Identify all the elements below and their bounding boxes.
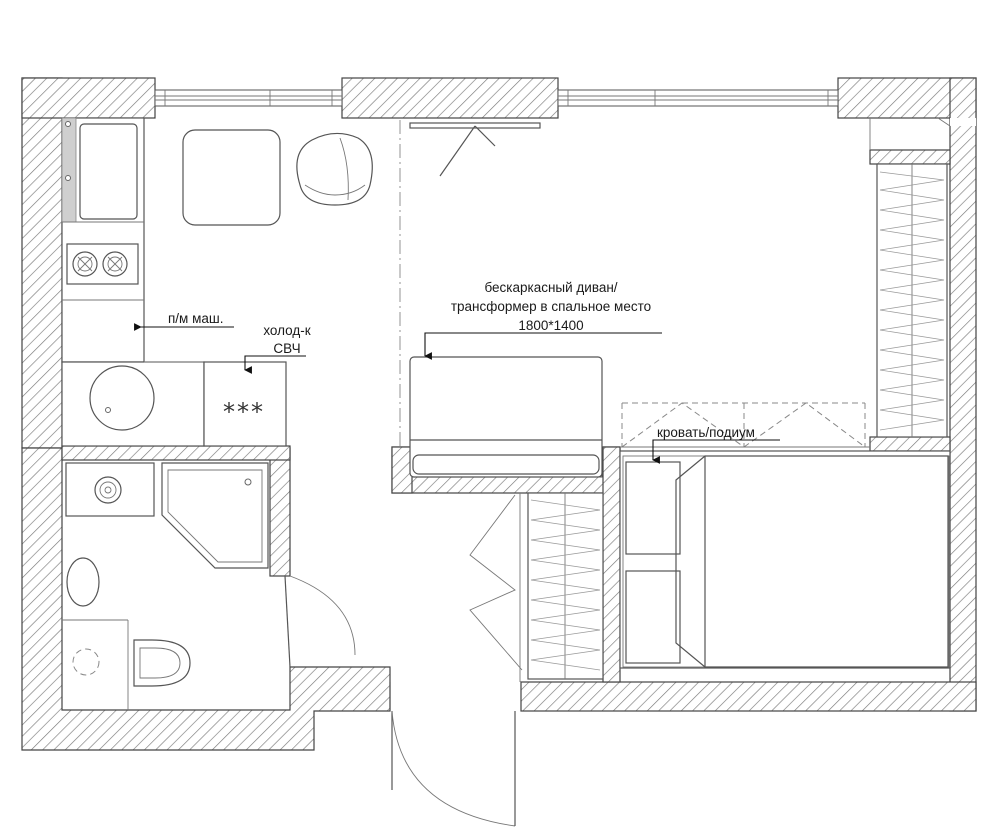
window-right — [557, 89, 839, 107]
wall-partition-vin — [391, 446, 413, 494]
wall-top-left — [21, 77, 156, 119]
fridge-icon — [203, 361, 287, 447]
bed-podium — [619, 446, 951, 669]
toilet-icon — [133, 639, 191, 687]
wardrobe-hall — [519, 492, 604, 682]
wall-bottom-right — [520, 681, 977, 712]
wall-wardrobe-bot — [869, 436, 951, 452]
washing-machine-icon — [89, 365, 155, 431]
sofa-label-line1: бескаркасный диван/ — [484, 280, 617, 295]
sink-icon — [79, 123, 138, 220]
fridge-stars: *** — [223, 398, 265, 426]
kitchen — [61, 117, 373, 447]
window-shelf — [409, 122, 541, 177]
wall-wardrobe-ret — [869, 149, 951, 165]
bed-annotation: кровать/подиум — [652, 425, 780, 464]
chair-icon — [296, 132, 373, 206]
sofa-label-line2: трансформер в спальное место — [451, 299, 651, 314]
wall-partition-v — [602, 446, 621, 683]
sofa-label-line3: 1800*1400 — [518, 318, 583, 333]
walls — [21, 77, 977, 751]
sofa — [409, 356, 603, 478]
wall-right — [949, 77, 977, 712]
bathroom — [62, 462, 269, 710]
washing-machine-label: п/м маш. — [168, 311, 223, 326]
wardrobe-door-swings — [469, 402, 866, 671]
bed-label: кровать/подиум — [657, 425, 755, 440]
wall-left-top — [21, 77, 63, 449]
fridge-label-line1: холод-к — [263, 323, 310, 338]
washbasin-icon — [66, 557, 100, 607]
wardrobe-right — [876, 163, 948, 438]
shower-icon — [161, 462, 269, 569]
dining-table — [182, 129, 281, 226]
wall-bath-right — [269, 447, 291, 577]
sofa-annotation: бескаркасный диван/ трансформер в спальн… — [424, 280, 662, 360]
wall-bath-top — [61, 445, 291, 461]
doors — [284, 575, 516, 827]
wall-top-middle — [341, 77, 559, 119]
wall-left-bottom — [21, 447, 391, 751]
window-left — [154, 89, 343, 107]
fridge-label-line2: СВЧ — [273, 341, 300, 356]
washing-machine-annotation: п/м маш. — [134, 311, 234, 331]
fridge-annotation: холод-к СВЧ *** — [223, 323, 311, 426]
